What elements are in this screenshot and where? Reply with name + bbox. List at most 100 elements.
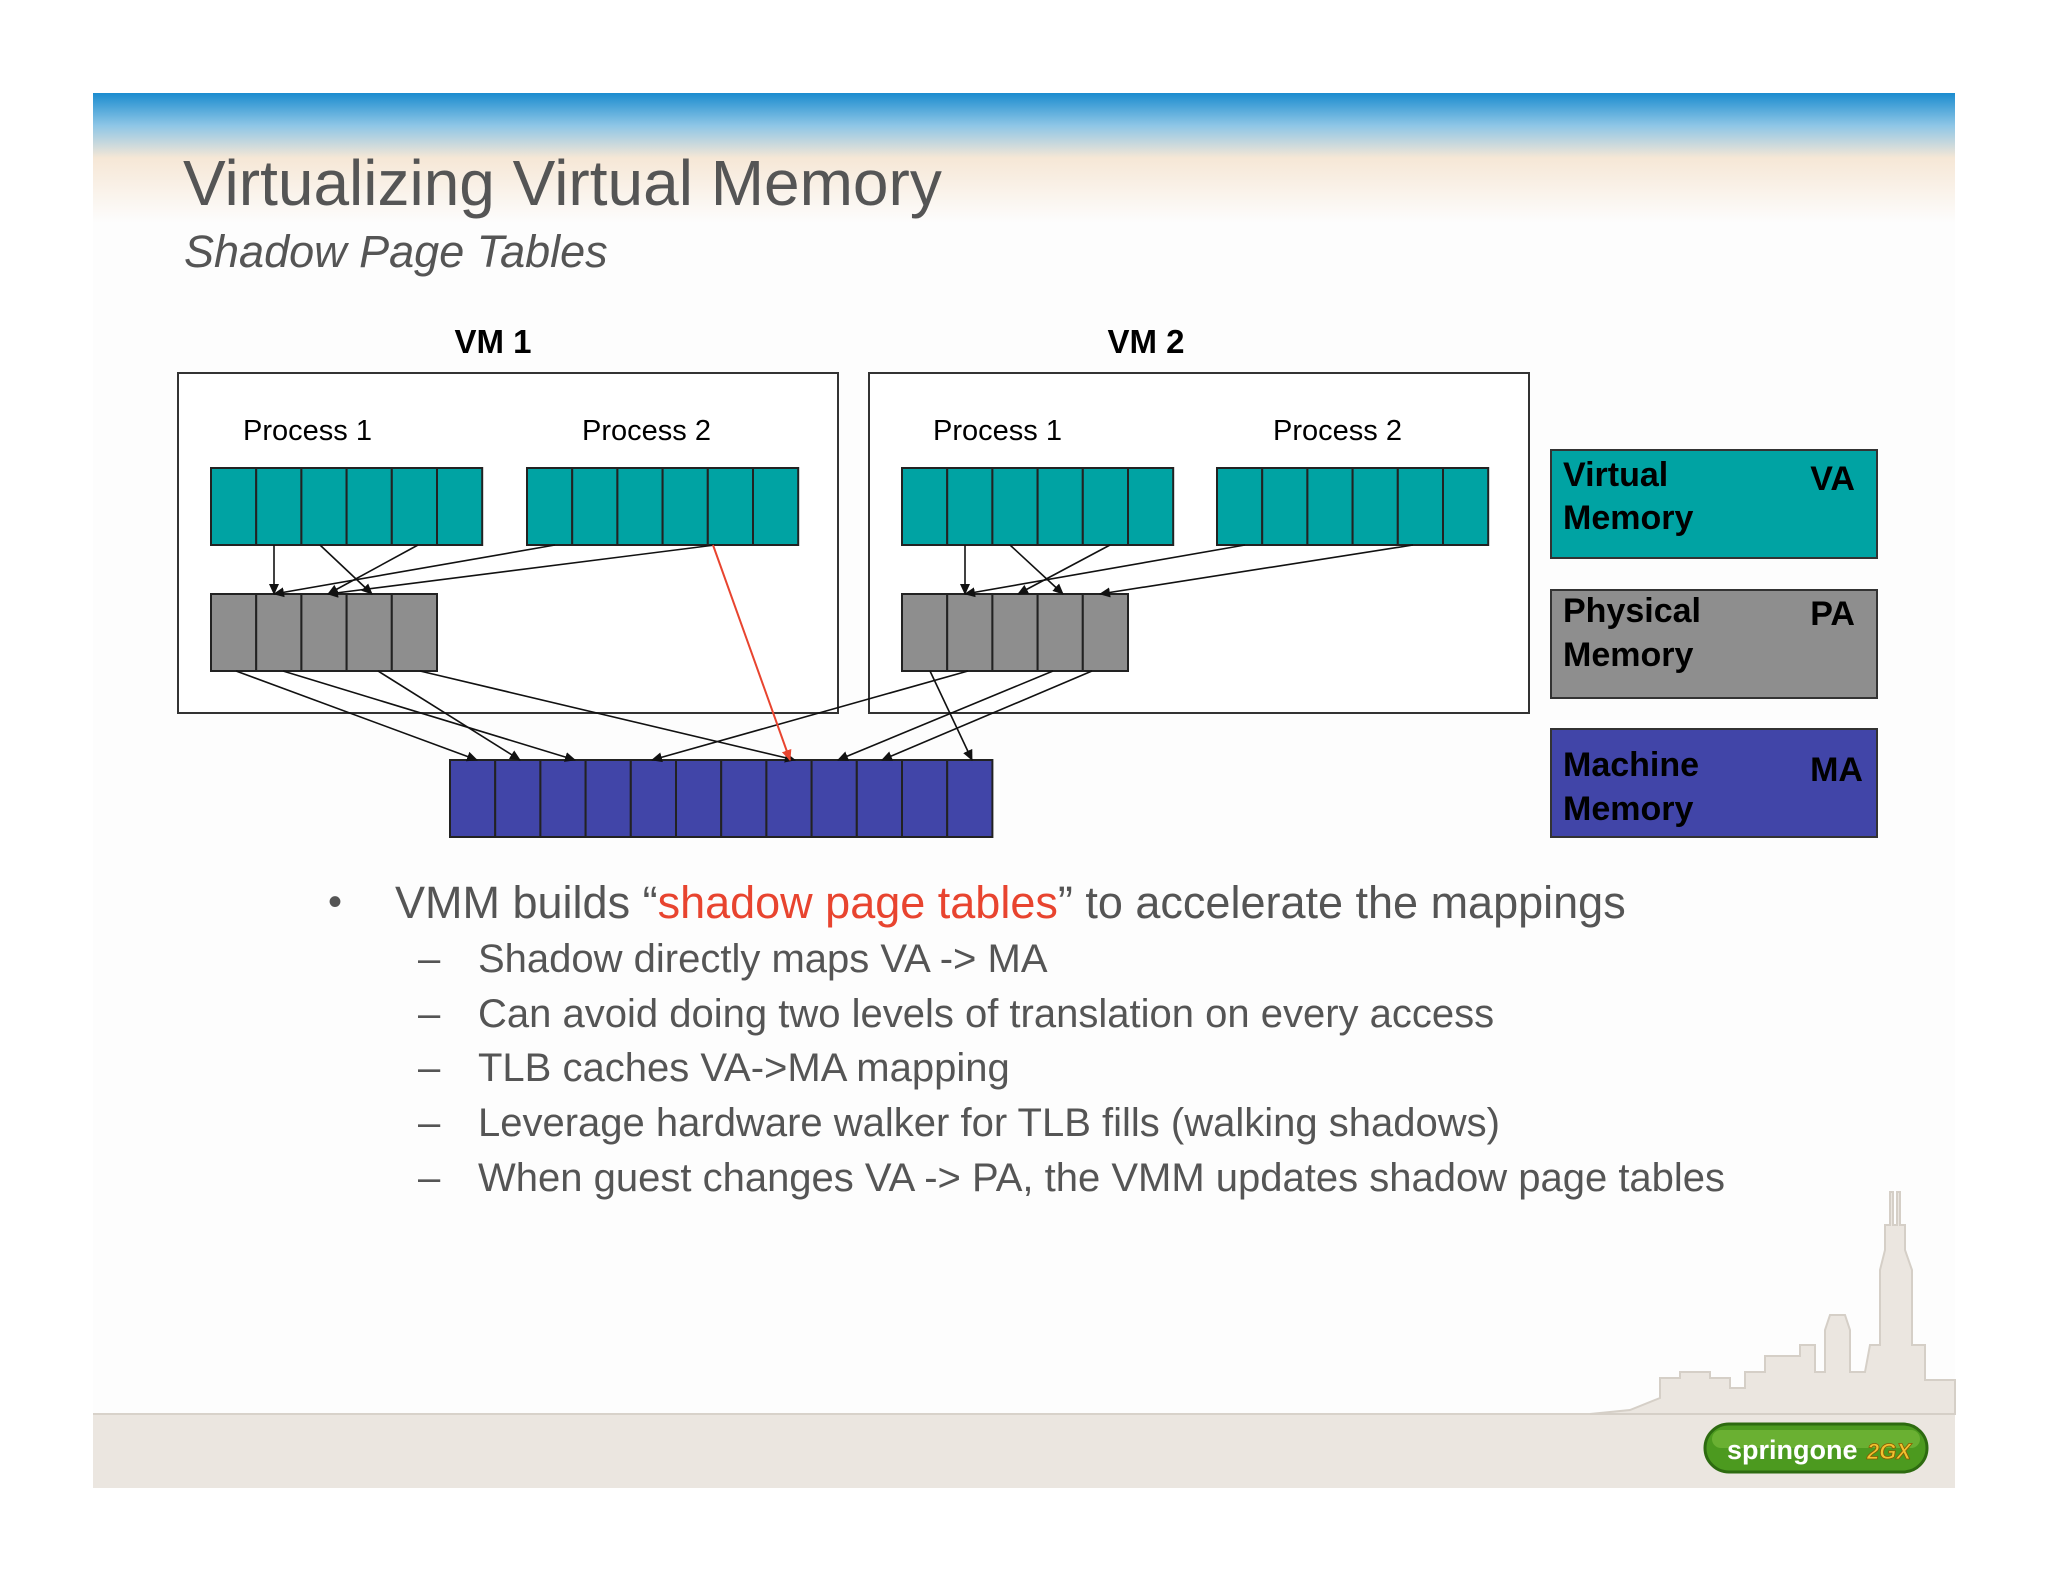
memory-block <box>1127 467 1175 546</box>
shadow-mapping-arrow <box>712 544 792 761</box>
mapping-arrow <box>837 670 1054 761</box>
memory-block <box>1081 467 1130 546</box>
memory-block <box>390 467 438 546</box>
vm1-pa-table <box>210 593 438 672</box>
springone-logo: springone 2GX <box>1703 1422 1929 1474</box>
memory-block-groups <box>210 467 1490 838</box>
logo-text: springone <box>1727 1435 1858 1465</box>
memory-block <box>810 759 858 838</box>
memory-block <box>661 467 709 546</box>
vm1-process2-label: Process 2 <box>582 415 711 447</box>
memory-block <box>752 467 800 546</box>
vm1-process1-label: Process 1 <box>243 415 372 447</box>
memory-block <box>1081 593 1130 672</box>
mapping-arrow <box>319 544 373 595</box>
legend-va-box <box>1550 449 1878 559</box>
memory-block <box>1261 467 1309 546</box>
memory-block <box>1442 467 1490 546</box>
mapping-arrow <box>282 670 576 762</box>
memory-block <box>855 759 903 838</box>
memory-block <box>345 467 393 546</box>
logo-pill-highlight <box>1712 1430 1920 1448</box>
sub-bullet-5: When guest changes VA -> PA, the VMM upd… <box>478 1156 1726 1200</box>
sub-bullet-3: TLB caches VA->MA mapping <box>478 1046 1010 1090</box>
vm2-pa-table <box>901 593 1130 672</box>
mapping-arrow <box>377 670 521 761</box>
memory-block <box>1036 593 1084 672</box>
vm2-process1-va-table <box>901 467 1175 546</box>
slide-title: Virtualizing Virtual Memory <box>183 147 942 219</box>
legend-ma-abbr: MA <box>1810 751 1863 789</box>
memory-block <box>991 593 1039 672</box>
memory-block <box>526 467 574 546</box>
vm1-label: VM 1 <box>454 323 531 360</box>
memory-block <box>675 759 723 838</box>
sub-bullet-dash: – <box>418 1046 441 1090</box>
memory-block <box>946 593 994 672</box>
memory-block <box>300 467 348 546</box>
memory-block <box>1036 467 1084 546</box>
memory-block <box>946 467 994 546</box>
vm2-process1-label: Process 1 <box>933 415 1062 447</box>
vm2-label: VM 2 <box>1107 323 1184 360</box>
vm2-process2-label: Process 2 <box>1273 415 1402 447</box>
mapping-arrow <box>1099 544 1414 598</box>
mapping-arrow <box>881 670 1093 761</box>
sub-bullet-dash: – <box>418 1156 441 1200</box>
header-band <box>93 93 1955 223</box>
mapping-arrow <box>964 544 1246 598</box>
main-bullet-suffix: ” to accelerate the mappings <box>1057 877 1626 928</box>
legend-pa-box <box>1550 589 1878 699</box>
main-bullet-prefix: VMM builds “ <box>395 877 658 928</box>
memory-block <box>720 759 768 838</box>
memory-block <box>390 593 438 672</box>
memory-block <box>706 467 754 546</box>
legend-ma-box <box>1550 728 1878 838</box>
memory-block <box>901 593 949 672</box>
sub-bullet-4: Leverage hardware walker for TLB fills (… <box>478 1101 1500 1145</box>
sub-bullet-dash: – <box>418 992 441 1036</box>
memory-block <box>946 759 994 838</box>
sub-bullet-2: Can avoid doing two levels of translatio… <box>478 992 1495 1036</box>
memory-block <box>584 759 632 838</box>
memory-block <box>494 759 542 838</box>
footer-band <box>93 1414 1955 1488</box>
sub-bullet-dash: – <box>418 1101 441 1145</box>
memory-block <box>1396 467 1445 546</box>
memory-block <box>345 593 393 672</box>
main-bullet-marker: • <box>328 880 343 924</box>
vm1-process2-va-table <box>526 467 800 546</box>
mapping-arrow <box>327 544 716 598</box>
sub-bullet-1: Shadow directly maps VA -> MA <box>478 937 1048 981</box>
memory-block <box>1306 467 1354 546</box>
vm1-process1-va-table <box>210 467 484 546</box>
logo-suffix: 2GX <box>1866 1439 1912 1464</box>
mapping-arrow <box>929 670 973 761</box>
memory-block <box>901 759 949 838</box>
mapping-arrow <box>1017 544 1111 595</box>
main-bullet: VMM builds “shadow page tables” to accel… <box>395 877 1626 929</box>
mapping-arrow <box>273 544 556 598</box>
slide-subtitle: Shadow Page Tables <box>184 226 608 277</box>
memory-block <box>616 467 664 546</box>
legend-va-abbr: VA <box>1810 460 1855 498</box>
mapping-arrows <box>235 544 1414 763</box>
memory-block <box>901 467 949 546</box>
memory-block <box>210 467 258 546</box>
memory-block <box>571 467 619 546</box>
main-bullet-highlight: shadow page tables <box>657 877 1058 928</box>
memory-block <box>210 593 258 672</box>
mapping-arrow <box>419 670 796 763</box>
vm2-process2-va-table <box>1216 467 1490 546</box>
memory-block <box>1351 467 1399 546</box>
legend-pa-abbr: PA <box>1810 595 1855 633</box>
memory-block <box>300 593 348 672</box>
mapping-arrow <box>235 670 478 762</box>
skyline-graphic <box>1589 1191 1956 1415</box>
memory-block <box>765 759 813 838</box>
memory-block <box>1216 467 1264 546</box>
